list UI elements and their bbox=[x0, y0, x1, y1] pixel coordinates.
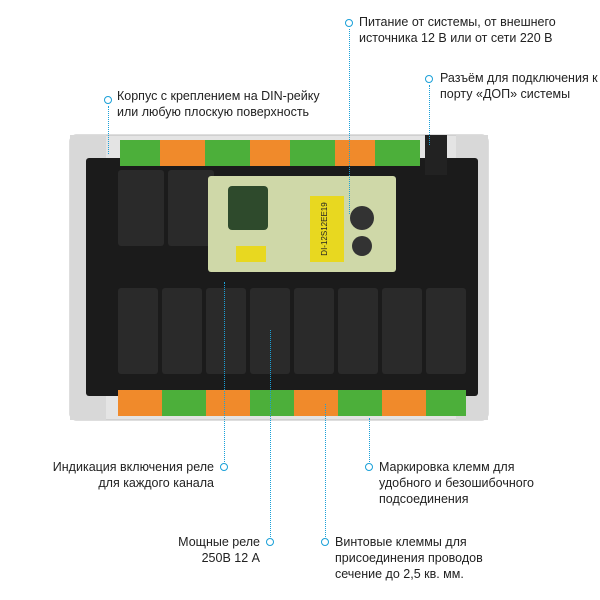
power-supply-module: DI-12S12EE19 bbox=[208, 176, 396, 272]
bottom-relays bbox=[118, 288, 466, 374]
case-line bbox=[108, 106, 109, 154]
indication-dot bbox=[220, 463, 228, 471]
case-dot bbox=[104, 96, 112, 104]
bottom-terminal-strip bbox=[118, 390, 466, 416]
power-line bbox=[349, 29, 350, 214]
connector-line bbox=[429, 85, 430, 145]
callout-case: Корпус с креплением на DIN-рейку или люб… bbox=[117, 89, 320, 119]
power-dot bbox=[345, 19, 353, 27]
top-terminal-strip bbox=[120, 135, 447, 175]
callout-relays: Мощные реле 250В 12 А bbox=[178, 535, 260, 565]
relays-dot bbox=[266, 538, 274, 546]
terminals-dot bbox=[321, 538, 329, 546]
svg-text:DI-12S12EE19: DI-12S12EE19 bbox=[320, 202, 329, 256]
marking-dot bbox=[365, 463, 373, 471]
relays-line bbox=[270, 330, 271, 537]
indication-line bbox=[224, 282, 225, 462]
top-relays bbox=[118, 170, 214, 246]
callout-power: Питание от системы, от внешнего источник… bbox=[359, 15, 556, 45]
callout-terminals: Винтовые клеммы для присоединения провод… bbox=[335, 535, 483, 581]
callout-connector: Разъём для подключения к порту «ДОП» сис… bbox=[440, 71, 598, 101]
marking-line bbox=[369, 418, 370, 462]
connector-dot bbox=[425, 75, 433, 83]
callout-marking: Маркировка клемм для удобного и безошибо… bbox=[379, 460, 534, 506]
terminals-line bbox=[325, 404, 326, 537]
callout-indication: Индикация включения реле для каждого кан… bbox=[52, 460, 214, 490]
